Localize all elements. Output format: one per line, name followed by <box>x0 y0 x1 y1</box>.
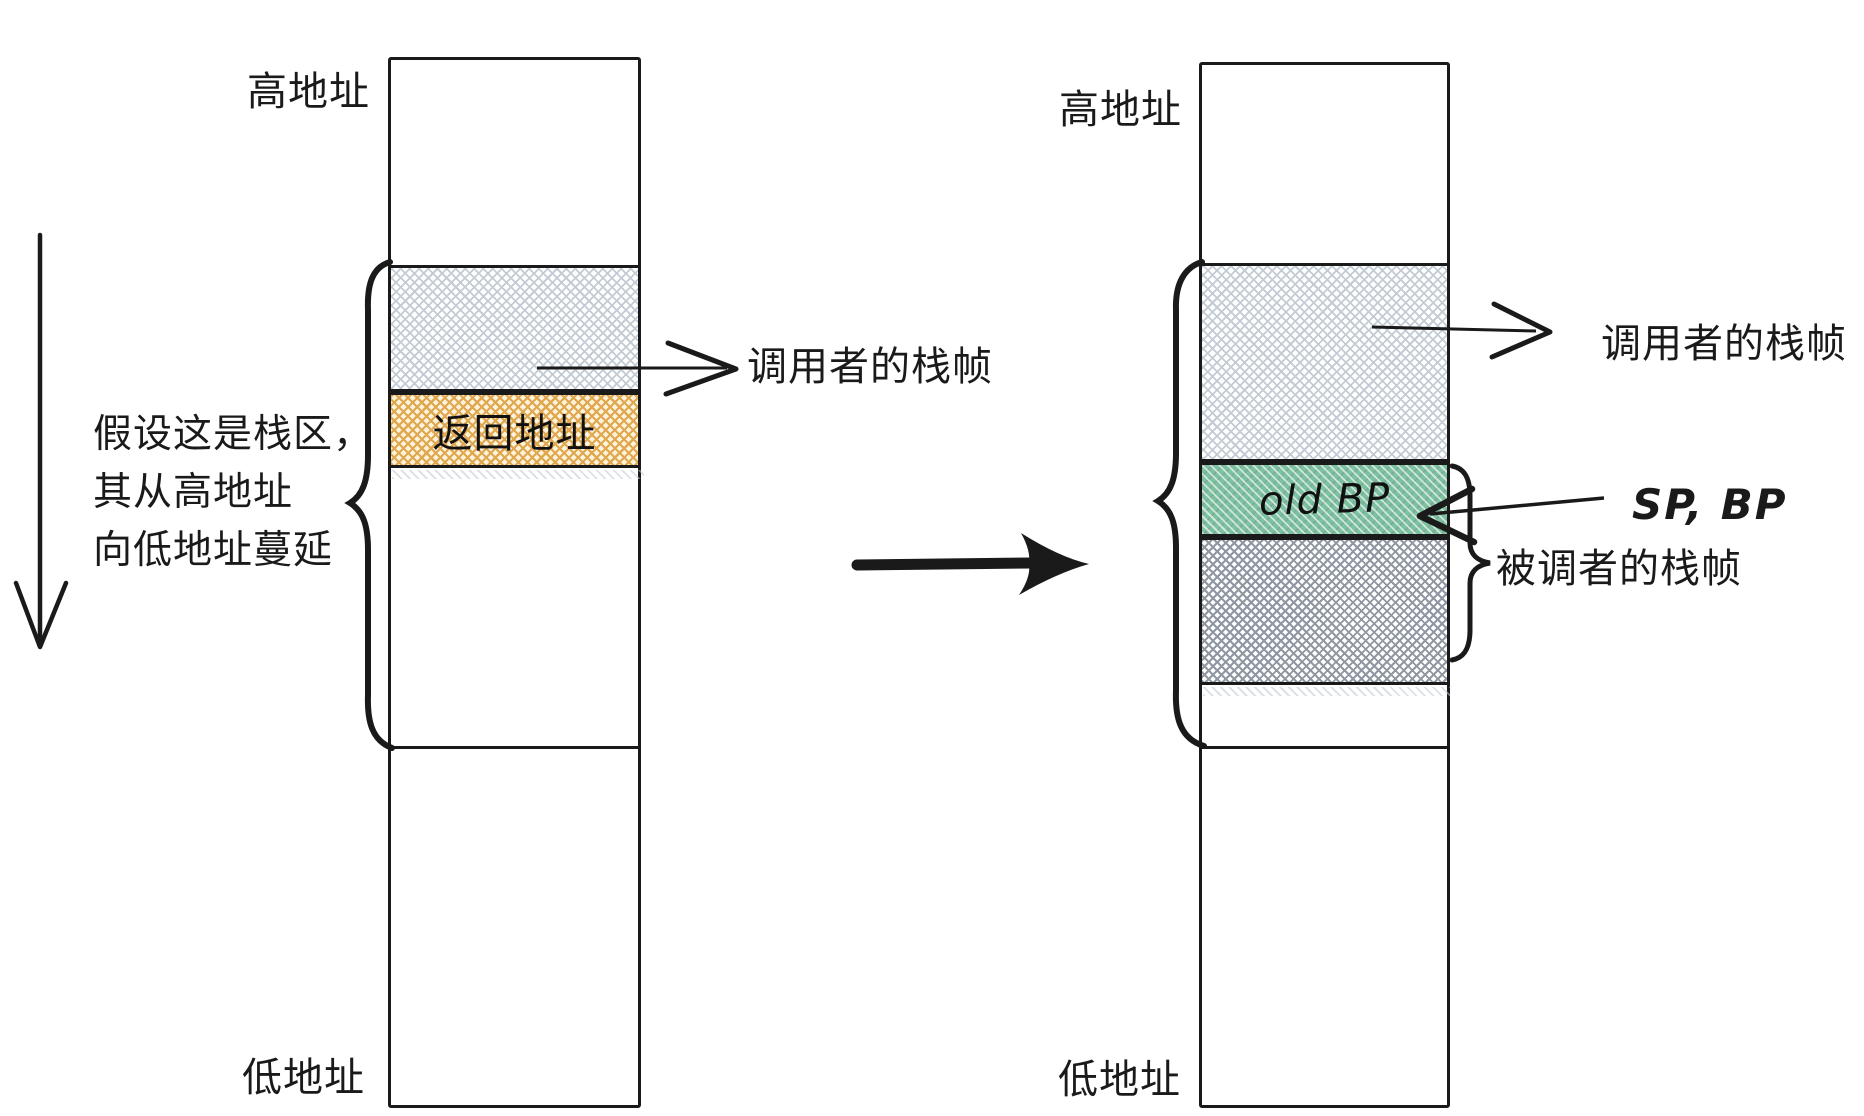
right-low-address-label: 低地址 <box>1058 1058 1181 1102</box>
stack-growth-down-arrow-icon <box>13 232 69 650</box>
left-caller-frame-arrow-icon <box>537 340 739 397</box>
stack-region-note: 假设这是栈区， 其从高地址 向低地址蔓延 <box>93 406 373 580</box>
note-line-3: 向低地址蔓延 <box>93 529 334 572</box>
sp-bp-arrow-icon <box>1416 485 1605 546</box>
callee-frame-label: 被调者的栈帧 <box>1496 547 1742 591</box>
return-address-label: 返回地址 <box>432 412 597 456</box>
left-stack-brace-icon <box>344 259 395 751</box>
right-caller-frame-region <box>1199 263 1450 462</box>
right-high-address-label: 高地址 <box>1059 88 1182 132</box>
transition-arrow-icon <box>851 533 1089 595</box>
left-stack-divider-line <box>390 746 639 749</box>
callee-frame-region <box>1199 537 1450 685</box>
left-stack-column <box>388 57 641 1108</box>
left-low-address-label: 低地址 <box>242 1056 365 1100</box>
old-bp-box: old BP <box>1199 462 1450 537</box>
left-caller-frame-label: 调用者的栈帧 <box>747 345 993 389</box>
note-line-1: 假设这是栈区， <box>93 413 374 456</box>
left-caller-frame-region <box>388 265 641 392</box>
right-caller-frame-arrow-icon <box>1371 301 1553 360</box>
right-caller-frame-label: 调用者的栈帧 <box>1601 322 1847 366</box>
right-stack-brace-icon <box>1152 259 1207 749</box>
right-stack-divider-line <box>1201 746 1448 749</box>
callee-frame-shading <box>1203 687 1450 696</box>
return-address-shading <box>392 470 644 479</box>
callee-frame-brace-icon <box>1449 463 1491 663</box>
left-high-address-label: 高地址 <box>247 70 370 114</box>
old-bp-label: old BP <box>1258 474 1391 525</box>
note-line-2: 其从高地址 <box>93 471 294 514</box>
sp-bp-label: SP, BP <box>1632 480 1788 529</box>
return-address-box: 返回地址 <box>388 392 641 468</box>
